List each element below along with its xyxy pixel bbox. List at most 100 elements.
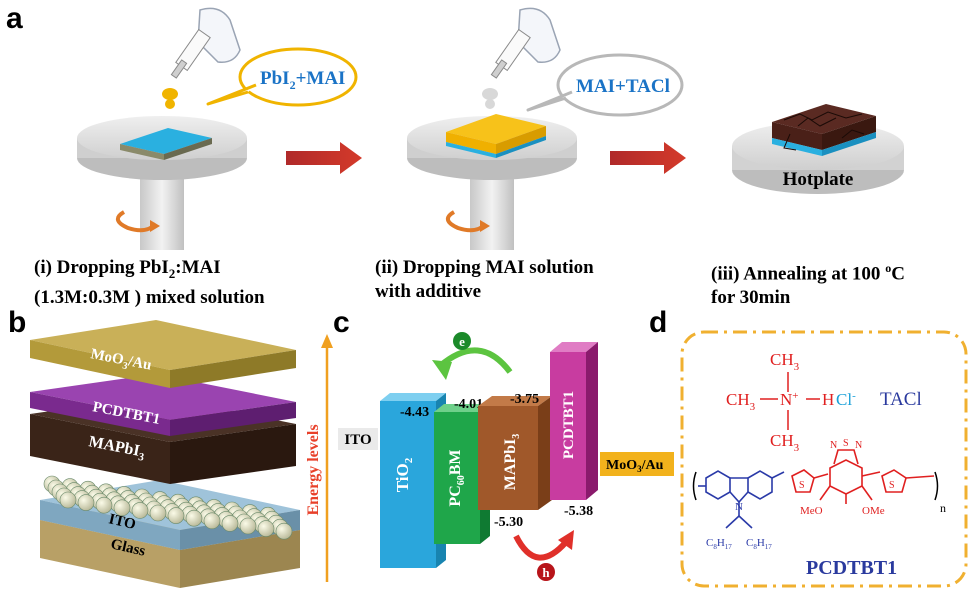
layer-label-ito: ITO xyxy=(107,511,137,533)
pcbm-bar xyxy=(434,412,480,544)
substrate-side-2 xyxy=(164,138,212,160)
panel-label-c: c xyxy=(333,306,350,339)
pcbm-label: PC60BM xyxy=(447,449,467,506)
tacl-name: TACl xyxy=(880,389,922,410)
yellow-film xyxy=(446,114,546,144)
process-arrow-1 xyxy=(286,142,362,174)
c8h17-left: C8H17 xyxy=(706,537,732,551)
pipette-icon xyxy=(162,7,241,109)
moo3-front xyxy=(30,340,170,388)
nanoparticle-layer xyxy=(43,475,293,540)
btd-n-right: N xyxy=(855,440,862,451)
spin-coater-1 xyxy=(77,116,247,250)
structure-frame xyxy=(680,330,968,588)
spin-coater-2 xyxy=(407,114,577,250)
substrate-side xyxy=(120,144,164,160)
rotation-arrowhead xyxy=(150,220,160,232)
repeat-n: n xyxy=(940,501,946,515)
moo3-top xyxy=(30,320,296,370)
step-1-caption: (i) Dropping PbI2:MAI (1.3M:0.3M ) mixed… xyxy=(34,257,265,308)
perovskite-film xyxy=(772,104,876,134)
rotation-arrow xyxy=(116,210,158,233)
pcdtbt-name: PCDTBT1 xyxy=(806,557,897,579)
nanoparticle xyxy=(221,515,239,532)
btd-s: S xyxy=(843,438,849,449)
pcdtbt-top xyxy=(30,374,296,420)
nanoparticle xyxy=(257,520,275,537)
bubble-2-text: MAI+TACl xyxy=(576,76,670,97)
nanoparticle xyxy=(239,517,257,535)
energy-axis-label: Energy levels xyxy=(305,424,322,515)
electron-label: e xyxy=(459,334,465,349)
panel-label-b: b xyxy=(8,306,27,339)
pcdtbt-side xyxy=(170,402,296,436)
methoxy-right: OMe xyxy=(862,505,885,517)
pipette-icon-2 xyxy=(482,7,561,109)
thiophene-unit-2 xyxy=(881,469,935,493)
moo3-box xyxy=(600,452,674,476)
energy-axis-arrowhead xyxy=(321,334,333,348)
hotplate-label: Hotplate xyxy=(783,169,854,190)
nanoparticle xyxy=(203,512,221,530)
thiophene-s-2: S xyxy=(889,480,895,491)
nanoparticle xyxy=(113,499,131,517)
btd-n-left: N xyxy=(830,440,837,451)
energy-diagram: Energy levels ITO TiO2 -4.43 PC60BM -4.0… xyxy=(305,332,674,582)
nanoparticle xyxy=(149,504,167,522)
pcdtbt-bottom-value: -5.38 xyxy=(564,504,593,519)
mapbi3-side xyxy=(170,424,296,484)
carbazole-n: N xyxy=(735,501,743,513)
thiophene-unit-1 xyxy=(791,469,829,493)
hole-arrowhead xyxy=(558,530,574,550)
nanoparticle xyxy=(275,522,293,540)
layer-label-moo3: MoO3/Au xyxy=(89,346,153,376)
ito-front xyxy=(40,500,180,550)
ito-label: ITO xyxy=(344,432,371,448)
hotplate: Hotplate xyxy=(732,104,904,194)
chemical-structures: CH3 CH3 N+ H Cl- CH3 TACl n N C8H17 C8H1… xyxy=(680,330,968,588)
speech-bubble-1: PbI2+MAI xyxy=(206,47,358,107)
glass-side xyxy=(180,530,300,588)
ito-box xyxy=(338,428,378,450)
pcdtbt-bar xyxy=(550,352,586,500)
step-3-caption: (iii) Annealing at 100 oC for 30min xyxy=(711,261,905,309)
panel-label-a: a xyxy=(6,2,23,35)
tacl-n-plus: N+ xyxy=(780,390,799,409)
electron-transfer-arrow xyxy=(438,347,513,374)
tacl-h: H xyxy=(822,390,834,409)
tio2-bar xyxy=(380,401,436,568)
mapbi3-top-value: -3.75 xyxy=(510,392,539,407)
step-2-caption: (ii) Dropping MAI solution with additive xyxy=(375,257,594,302)
substrate-blue xyxy=(120,128,212,154)
moo3-side xyxy=(170,350,296,388)
hole-label: h xyxy=(542,565,550,580)
tacl-ch3-bottom: CH3 xyxy=(770,431,800,454)
nanoparticle xyxy=(185,509,203,527)
mapbi3-bottom-value: -5.30 xyxy=(494,515,523,530)
tio2-value: -4.43 xyxy=(400,405,429,420)
tacl-ch3-left: CH3 xyxy=(726,390,756,413)
thiophene-s-1: S xyxy=(799,480,805,491)
electron-arrowhead xyxy=(432,360,452,380)
benzothiadiazole-unit xyxy=(819,449,881,504)
methoxy-left: MeO xyxy=(800,505,823,517)
hole-transfer-arrow xyxy=(513,534,569,561)
electron-marker xyxy=(453,332,471,350)
nanoparticle xyxy=(77,494,95,511)
device-stack: Glass ITO MAPbI3 PCDTBT1 MoO3/Au xyxy=(30,320,300,588)
carbazole-unit xyxy=(698,470,785,529)
pcdtbt-label: PCDTBT1 xyxy=(561,391,577,459)
tio2-label: TiO2 xyxy=(393,457,415,492)
nanoparticle xyxy=(131,502,149,519)
nanoparticle xyxy=(59,491,77,509)
mapbi3-label: MAPbI3 xyxy=(502,434,522,491)
panel-label-d: d xyxy=(649,306,668,339)
c8h17-right: C8H17 xyxy=(746,537,772,551)
glass-front xyxy=(40,520,180,588)
pcdtbt-front xyxy=(30,392,170,436)
nanoparticle xyxy=(167,507,185,524)
nanoparticle xyxy=(95,496,113,514)
tacl-ch3-top: CH3 xyxy=(770,350,800,373)
mapbi3-bar xyxy=(478,406,538,510)
